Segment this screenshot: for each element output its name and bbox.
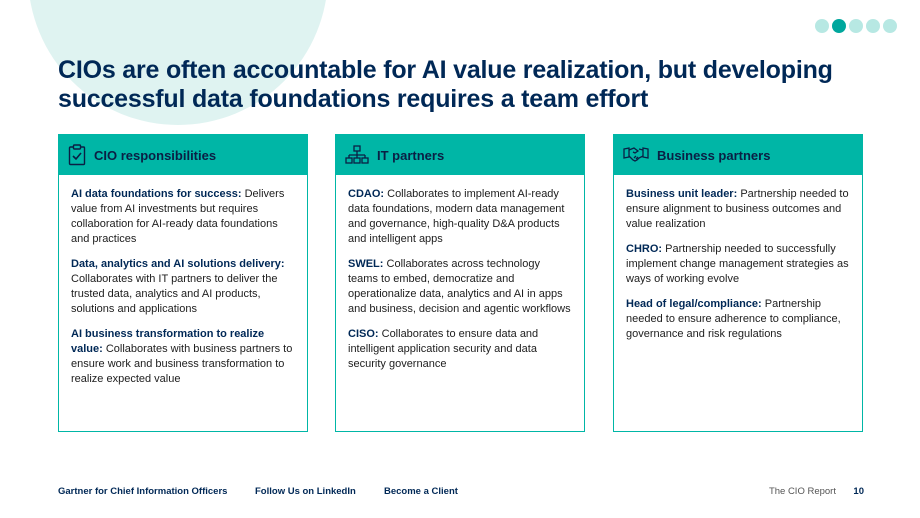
item-lead: CISO: [348, 328, 379, 340]
list-item: CISO: Collaborates to ensure data and in… [348, 327, 572, 372]
item-text: Delivers value from AI investments but r… [71, 188, 285, 245]
card-body: Business unit leader: Partnership needed… [614, 175, 862, 342]
footer-link-gartner-cio[interactable]: Gartner for Chief Information Officers [58, 486, 228, 497]
item-text: Collaborates with IT partners to deliver… [71, 273, 278, 315]
report-name: The CIO Report [768, 486, 836, 497]
page-number: 10 [853, 486, 864, 497]
card-cio-responsibilities: CIO responsibilities AI data foundations… [58, 134, 308, 432]
item-lead: Business unit leader: [626, 188, 738, 200]
card-body: CDAO: Collaborates to implement AI-ready… [336, 175, 584, 372]
card-header: IT partners [336, 135, 584, 175]
list-item: Head of legal/compliance: Partnership ne… [626, 297, 850, 342]
clipboard-check-icon [68, 144, 86, 166]
item-lead: Head of legal/compliance: [626, 298, 762, 310]
footer: Gartner for Chief Information Officers F… [58, 486, 864, 500]
pagination-dot-active[interactable] [832, 19, 846, 33]
item-text: Partnership needed to successfully imple… [626, 243, 849, 285]
item-lead: AI data foundations for success: [71, 188, 242, 200]
footer-link-become-client[interactable]: Become a Client [384, 486, 458, 497]
list-item: CDAO: Collaborates to implement AI-ready… [348, 187, 572, 247]
card-header: CIO responsibilities [59, 135, 307, 175]
handshake-icon [623, 147, 649, 162]
org-chart-icon [345, 145, 369, 164]
pagination-dots [815, 19, 897, 33]
card-it-partners: IT partners CDAO: Collaborates to implem… [335, 134, 585, 432]
list-item: Business unit leader: Partnership needed… [626, 187, 850, 232]
footer-link-linkedin[interactable]: Follow Us on LinkedIn [255, 486, 356, 497]
list-item: AI business transformation to realize va… [71, 327, 295, 387]
list-item: CHRO: Partnership needed to successfully… [626, 242, 850, 287]
item-text: Collaborates across technology teams to … [348, 258, 571, 315]
page-title: CIOs are often accountable for AI value … [58, 56, 833, 113]
item-lead: Data, analytics and AI solutions deliver… [71, 258, 285, 270]
list-item: SWEL: Collaborates across technology tea… [348, 257, 572, 317]
item-text: Collaborates to implement AI-ready data … [348, 188, 565, 245]
card-title: IT partners [377, 147, 445, 163]
card-title: Business partners [657, 147, 771, 163]
list-item: AI data foundations for success: Deliver… [71, 187, 295, 247]
item-text: Partnership needed to ensure adherence t… [626, 298, 841, 340]
card-business-partners: Business partners Business unit leader: … [613, 134, 863, 432]
item-lead: AI business transformation to realize va… [71, 328, 265, 355]
item-lead: CDAO: [348, 188, 385, 200]
item-lead: CHRO: [626, 243, 663, 255]
list-item: Data, analytics and AI solutions deliver… [71, 257, 295, 317]
pagination-dot[interactable] [849, 19, 863, 33]
item-lead: SWEL: [348, 258, 384, 270]
pagination-dot[interactable] [883, 19, 897, 33]
card-header: Business partners [614, 135, 862, 175]
pagination-dot[interactable] [815, 19, 829, 33]
item-text: Collaborates with business partners to e… [71, 343, 293, 385]
card-body: AI data foundations for success: Deliver… [59, 175, 307, 387]
item-text: Collaborates to ensure data and intellig… [348, 328, 539, 370]
pagination-dot[interactable] [866, 19, 880, 33]
card-title: CIO responsibilities [94, 147, 217, 163]
item-text: Partnership needed to ensure alignment t… [626, 188, 849, 230]
